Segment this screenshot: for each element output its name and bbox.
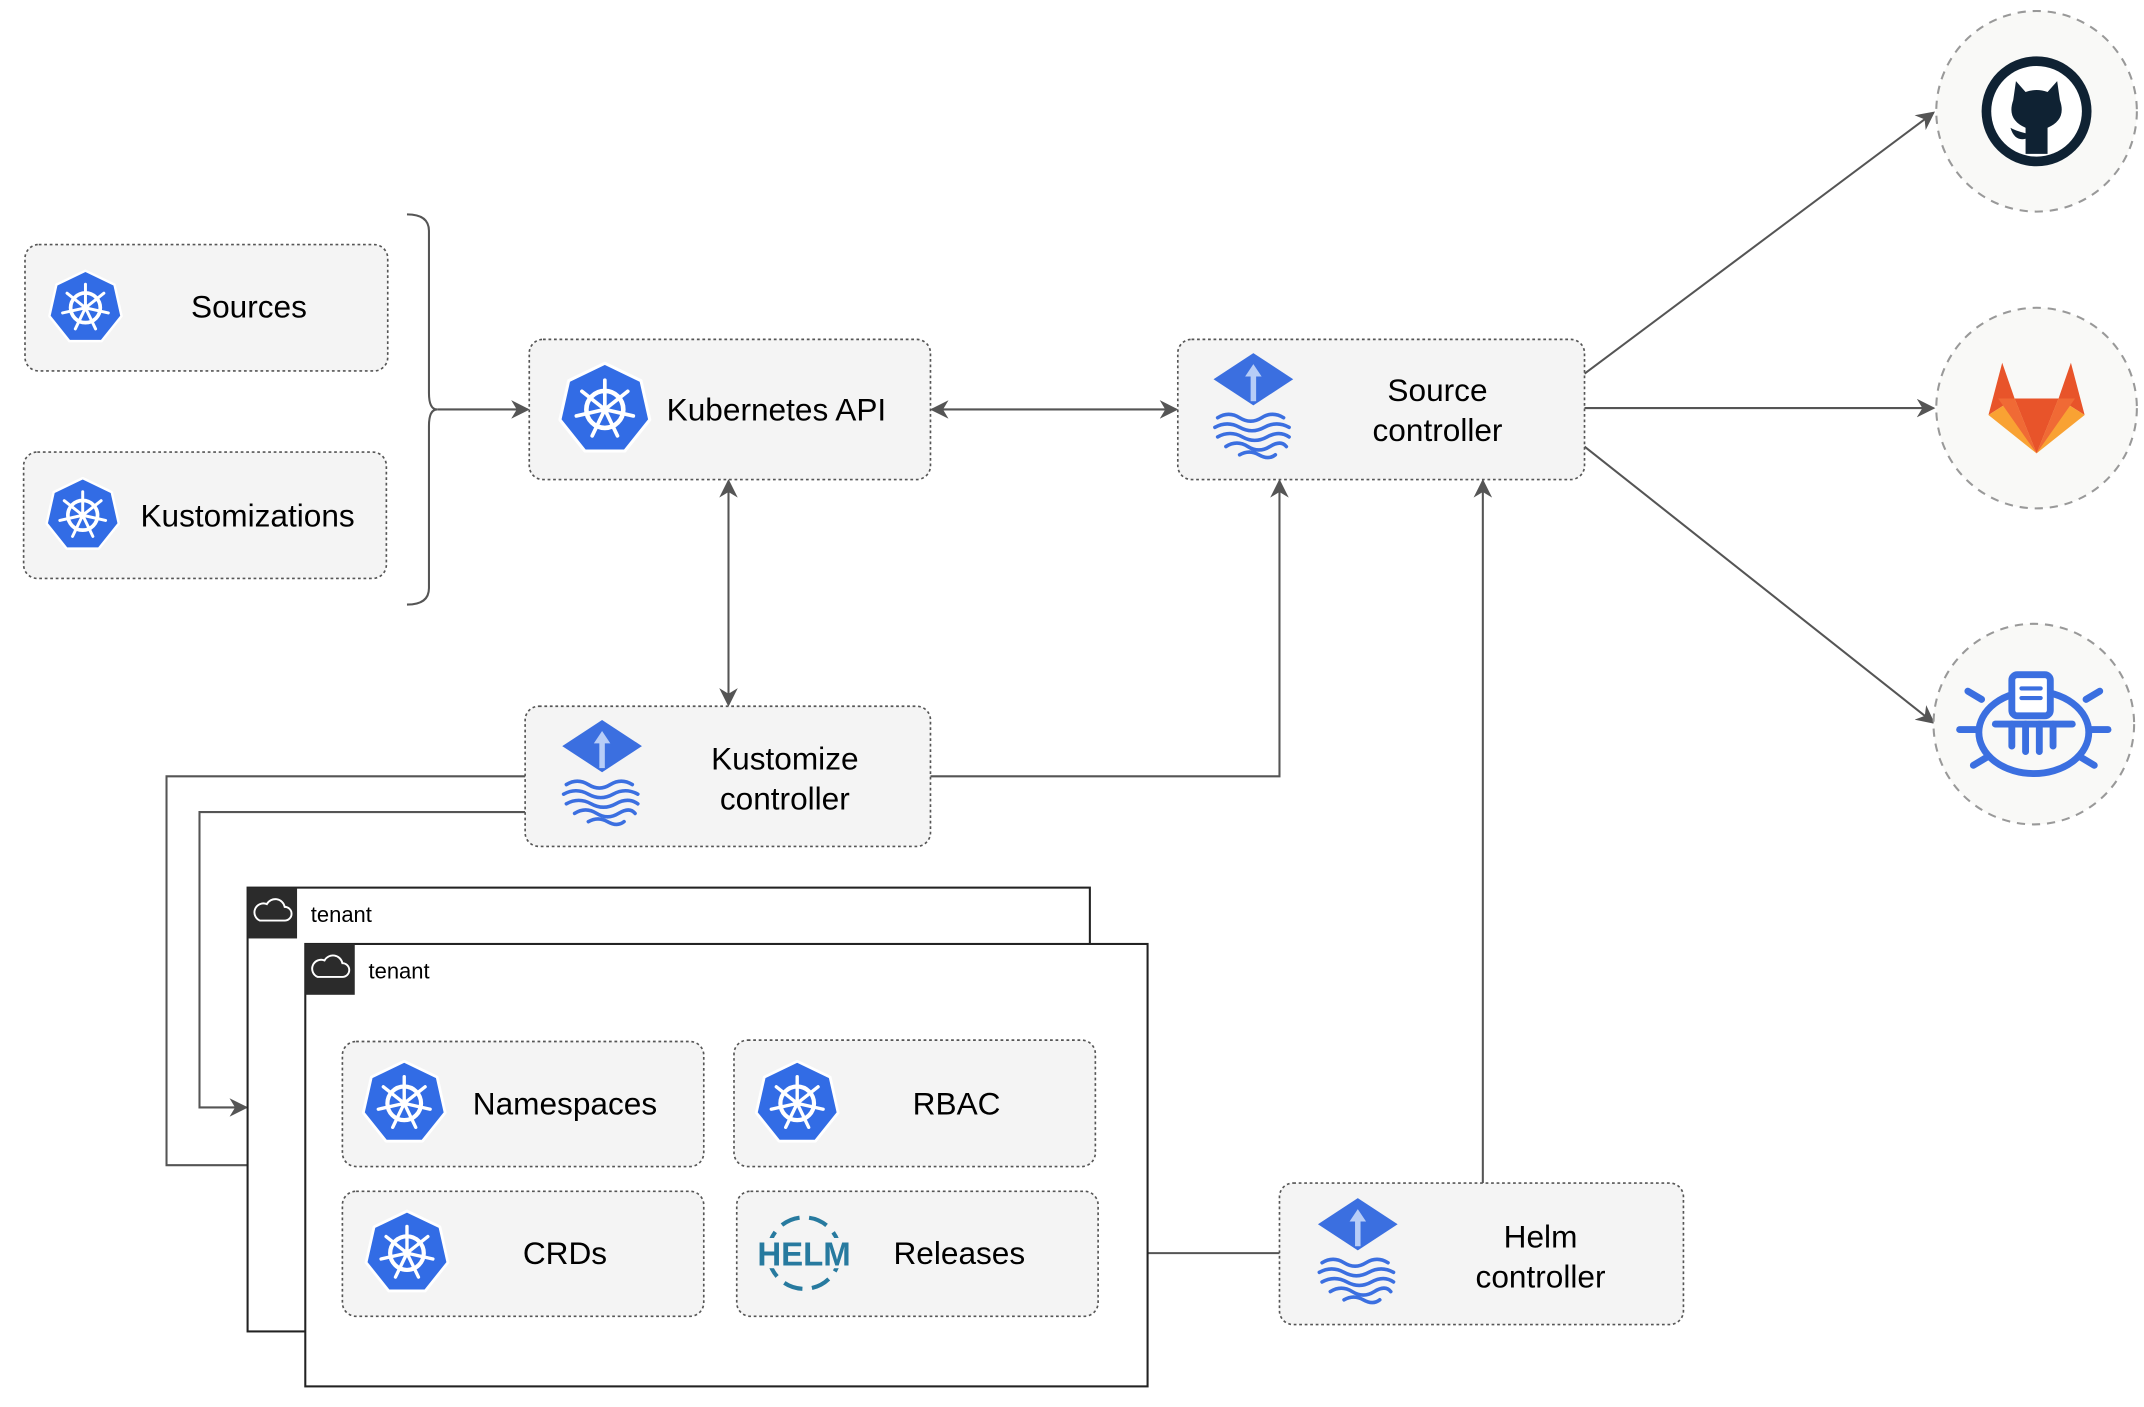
node-label: Kustomizations	[140, 497, 354, 533]
node-label: Sources	[191, 288, 307, 324]
node-source-controller[interactable]: Source controller	[1176, 338, 1586, 481]
node-namespaces[interactable]: Namespaces	[341, 1040, 705, 1168]
node-label-line1: Kustomize	[711, 740, 858, 776]
node-kustomize-controller[interactable]: Kustomize controller	[524, 705, 932, 848]
node-kubernetes-api[interactable]: Kubernetes API	[528, 338, 932, 481]
gitlab-icon	[1988, 362, 2085, 454]
node-rbac[interactable]: RBAC	[733, 1039, 1097, 1168]
github-node[interactable]	[1935, 9, 2138, 213]
edge-kustomize-to-source	[930, 479, 1289, 778]
node-label-line2: controller	[1373, 412, 1503, 448]
node-label-line2: controller	[720, 780, 850, 816]
node-label: Namespaces	[473, 1085, 657, 1121]
node-label-line1: Source	[1387, 372, 1487, 408]
helm-icon: HELM	[757, 1215, 851, 1291]
node-label-line2: controller	[1476, 1258, 1606, 1294]
edge-source-to-github	[1583, 111, 1935, 375]
node-label-line1: Helm	[1504, 1219, 1578, 1255]
bucket-node[interactable]	[1932, 622, 2136, 826]
node-sources[interactable]: Sources	[24, 243, 389, 372]
node-releases[interactable]: HELM Releases	[735, 1190, 1099, 1318]
tenant-label: tenant	[369, 958, 430, 983]
edge-source-to-bucket	[1583, 445, 1935, 724]
bucket-icon	[1956, 671, 2112, 778]
brace	[406, 213, 438, 606]
github-icon	[1981, 56, 2092, 167]
tenant-label: tenant	[311, 902, 372, 927]
node-label: RBAC	[913, 1085, 1001, 1121]
node-label: CRDs	[523, 1235, 607, 1271]
gitlab-node[interactable]	[1935, 306, 2138, 510]
node-label: Releases	[893, 1235, 1025, 1271]
node-kustomizations[interactable]: Kustomizations	[22, 451, 388, 580]
node-label: Kubernetes API	[667, 391, 887, 427]
helm-logo-text: HELM	[757, 1235, 850, 1272]
edge-kustomize-to-tenant-front	[165, 775, 526, 1175]
edge-kustomize-to-tenant-back	[198, 811, 526, 1117]
node-crds[interactable]: CRDs	[341, 1190, 705, 1318]
node-helm-controller[interactable]: Helm controller	[1278, 1182, 1685, 1326]
